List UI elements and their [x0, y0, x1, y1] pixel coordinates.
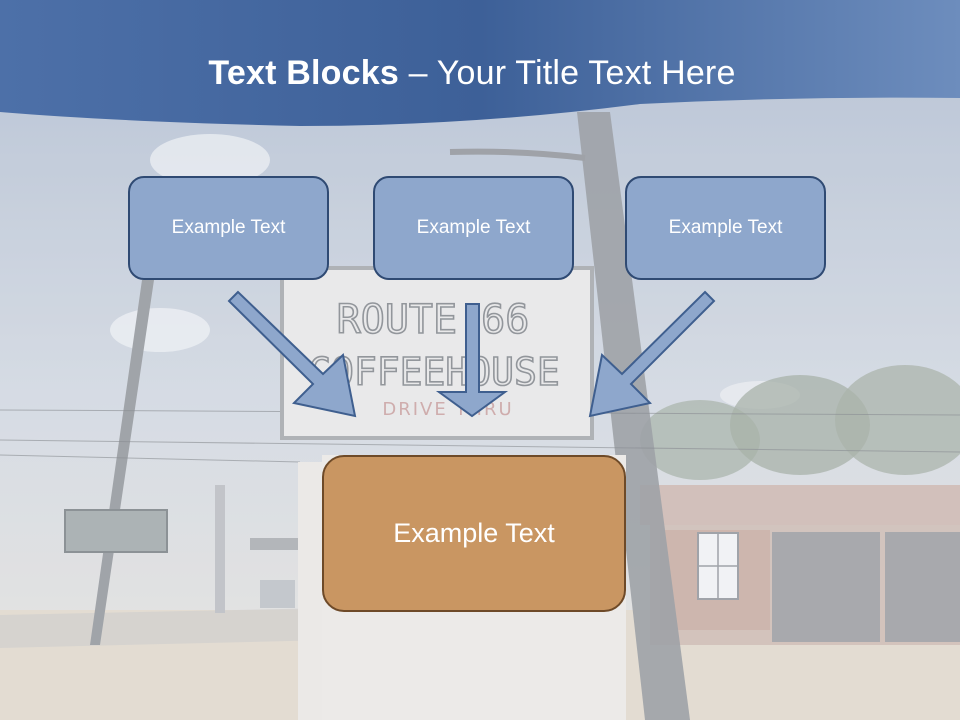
arrow-left-icon	[227, 290, 357, 418]
text-block-left[interactable]: Example Text	[128, 176, 329, 280]
arrow-right-icon	[588, 290, 716, 418]
slide-title: Text Blocks – Your Title Text Here	[0, 54, 944, 93]
text-block-center-label: Example Text	[416, 217, 531, 238]
title-band	[0, 0, 960, 126]
sign-line-1: ROUTE 66	[337, 297, 530, 343]
title-rest: – Your Title Text Here	[398, 54, 736, 92]
text-block-right[interactable]: Example Text	[625, 176, 826, 280]
title-bold: Text Blocks	[208, 54, 399, 92]
text-block-center[interactable]: Example Text	[373, 176, 574, 280]
text-block-main-label: Example Text	[393, 518, 555, 548]
arrow-center-icon	[435, 303, 509, 418]
text-block-main[interactable]: Example Text	[322, 455, 626, 612]
text-block-right-label: Example Text	[668, 217, 783, 238]
text-block-left-label: Example Text	[171, 217, 286, 238]
